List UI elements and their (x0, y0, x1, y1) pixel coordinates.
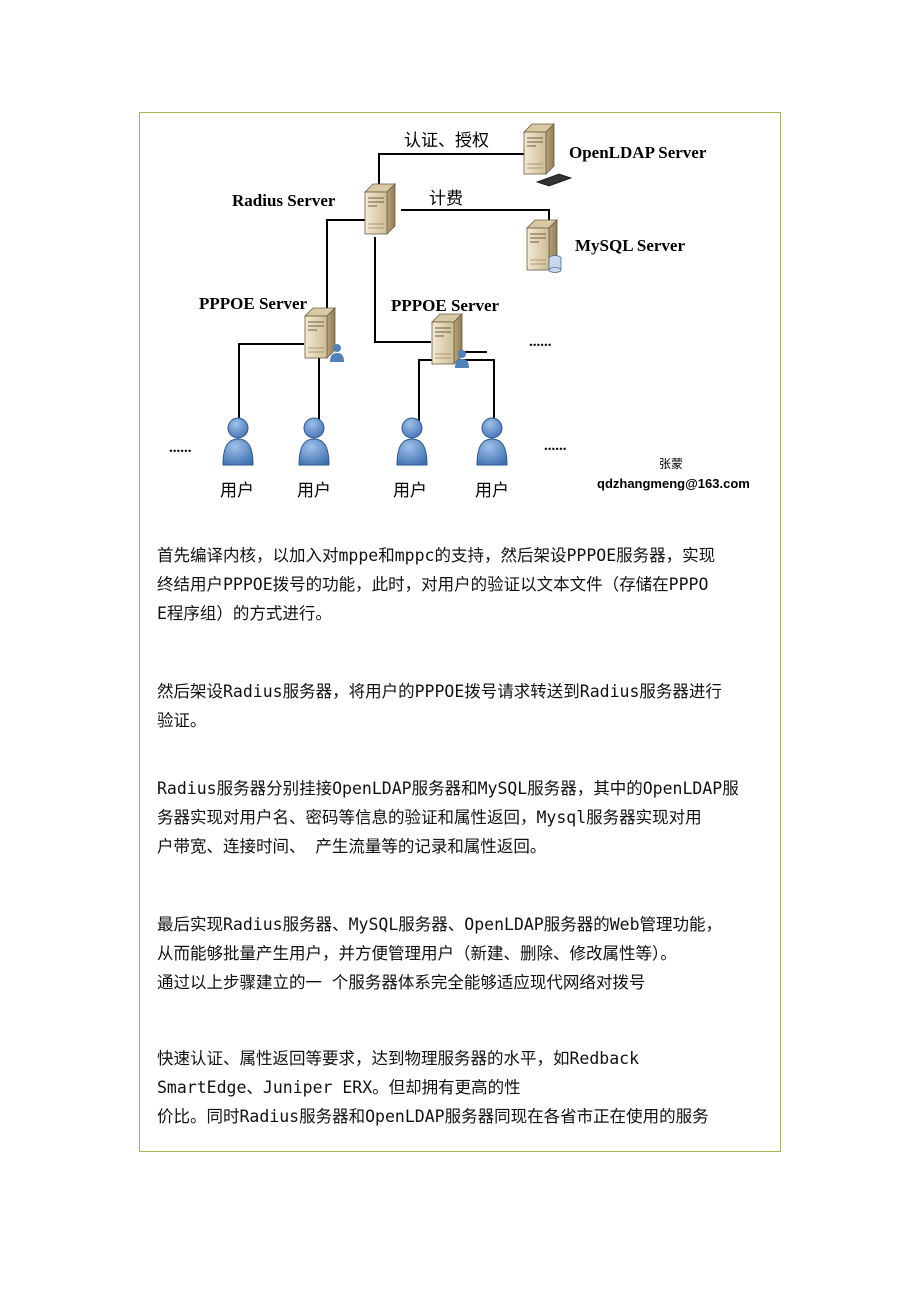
paragraph-line: 然后架设Radius服务器，将用户的PPPOE拨号请求转送到Radius服务器进… (157, 682, 722, 701)
user-icon-2 (298, 417, 330, 466)
radius-server-label: Radius Server (232, 191, 336, 210)
user-label-3: 用户 (393, 481, 427, 501)
pppoe-server-right-icon (431, 313, 463, 365)
pppoe-server-right-label: PPPOE Server (391, 296, 500, 315)
paragraph-5: 快速认证、属性返回等要求，达到物理服务器的水平，如Redback SmartEd… (157, 1044, 767, 1131)
paragraph-line: 价比。同时Radius服务器和OpenLDAP服务器同现在各省市正在使用的服务 (157, 1107, 709, 1126)
openldap-server-icon (523, 123, 555, 175)
paragraph-1: 首先编译内核，以加入对mppe和mppc的支持，然后架设PPPOE服务器，实现 … (157, 541, 767, 628)
mysql-server-label: MySQL Server (575, 236, 685, 255)
auth-label: 认证、授权 (404, 131, 489, 151)
paragraph-line: 从而能够批量产生用户，并方便管理用户（新建、删除、修改属性等）。 (157, 944, 677, 963)
paragraph-line: 验证。 (157, 711, 207, 730)
openldap-server-label: OpenLDAP Server (569, 143, 707, 162)
pppoe-server-left-icon (304, 307, 336, 359)
user-icon-1 (222, 417, 254, 466)
user-icon-3 (396, 417, 428, 466)
user-icon-4 (476, 417, 508, 466)
paragraph-line: 最后实现Radius服务器、MySQL服务器、OpenLDAP服务器的Web管理… (157, 915, 723, 934)
document-frame (139, 112, 781, 1152)
author-name: 张蒙 (659, 457, 683, 471)
radius-server-icon (364, 183, 396, 235)
author-email: qdzhangmeng@163.com (597, 476, 750, 491)
user-label-1: 用户 (220, 481, 254, 501)
users-ellipsis-right: ...... (544, 438, 567, 454)
paragraph-line: E程序组）的方式进行。 (157, 604, 332, 623)
users-ellipsis-left: ...... (169, 440, 192, 456)
pppoe-right-user-badge-icon (455, 350, 469, 368)
billing-label: 计费 (429, 189, 463, 209)
network-diagram: 认证、授权 计费 OpenLDAP Server Radius Server M… (169, 123, 750, 501)
pppoe-server-left-label: PPPOE Server (199, 294, 308, 313)
user-label-2: 用户 (297, 481, 331, 501)
paragraph-line: Radius服务器分别挂接OpenLDAP服务器和MySQL服务器，其中的Ope… (157, 779, 739, 798)
paragraph-4: 最后实现Radius服务器、MySQL服务器、OpenLDAP服务器的Web管理… (157, 910, 767, 997)
pppoe-ellipsis: ...... (529, 334, 552, 350)
paragraph-line: 通过以上步骤建立的一 个服务器体系完全能够适应现代网络对拨号 (157, 973, 646, 992)
paragraph-line: SmartEdge、Juniper ERX。但却拥有更高的性 (157, 1078, 521, 1097)
paragraph-line: 首先编译内核，以加入对mppe和mppc的支持，然后架设PPPOE服务器，实现 (157, 546, 716, 565)
paragraph-3: Radius服务器分别挂接OpenLDAP服务器和MySQL服务器，其中的Ope… (157, 774, 767, 861)
keyboard-icon (535, 173, 573, 187)
paragraph-line: 快速认证、属性返回等要求，达到物理服务器的水平，如Redback (157, 1049, 640, 1068)
paragraph-line: 终结用户PPPOE拨号的功能，此时，对用户的验证以文本文件（存储在PPPO (157, 575, 709, 594)
user-label-4: 用户 (475, 481, 509, 501)
paragraph-line: 户带宽、连接时间、 产生流量等的记录和属性返回。 (157, 837, 547, 856)
paragraph-line: 务器实现对用户名、密码等信息的验证和属性返回，Mysql服务器实现对用 (157, 808, 702, 827)
pppoe-left-user-badge-icon (330, 344, 344, 362)
paragraph-2: 然后架设Radius服务器，将用户的PPPOE拨号请求转送到Radius服务器进… (157, 677, 767, 735)
database-icon (548, 255, 562, 273)
